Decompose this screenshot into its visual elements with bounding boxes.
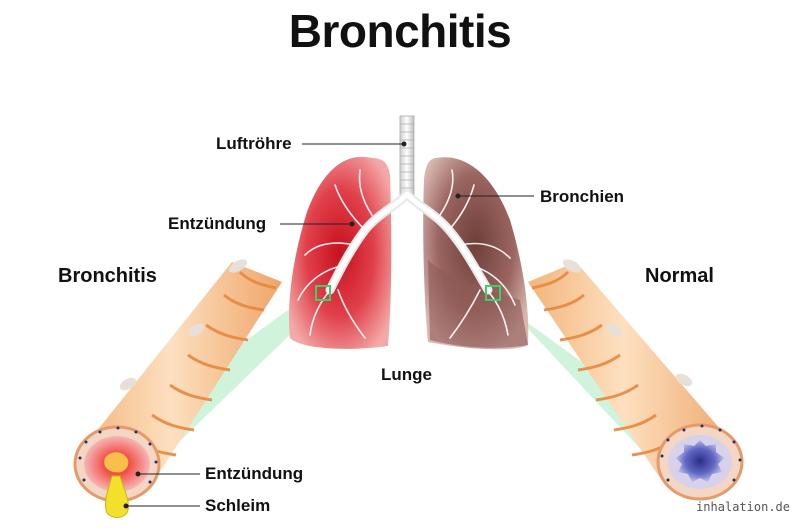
page-title: Bronchitis <box>288 5 512 57</box>
left-lung-inflamed <box>288 156 392 349</box>
label-mucus: Schleim <box>205 496 271 515</box>
label-lung: Lunge <box>381 365 432 384</box>
normal-bronchus-tube <box>528 259 744 501</box>
zoom-marker-left <box>315 285 331 301</box>
label-bronchitis-side: Bronchitis <box>58 265 157 287</box>
leader-lines <box>123 141 534 509</box>
zoom-marker-right <box>485 285 501 301</box>
label-normal-side: Normal <box>645 265 714 287</box>
label-trachea: Luftröhre <box>216 134 292 153</box>
mucus-drop <box>105 475 129 518</box>
inflamed-bronchus-tube <box>73 259 282 518</box>
credit-watermark: inhalation.de <box>696 500 790 514</box>
label-inflammation-tube: Entzündung <box>205 464 304 483</box>
label-inflammation-lung: Entzündung <box>168 214 267 233</box>
label-bronchi: Bronchien <box>540 187 625 206</box>
